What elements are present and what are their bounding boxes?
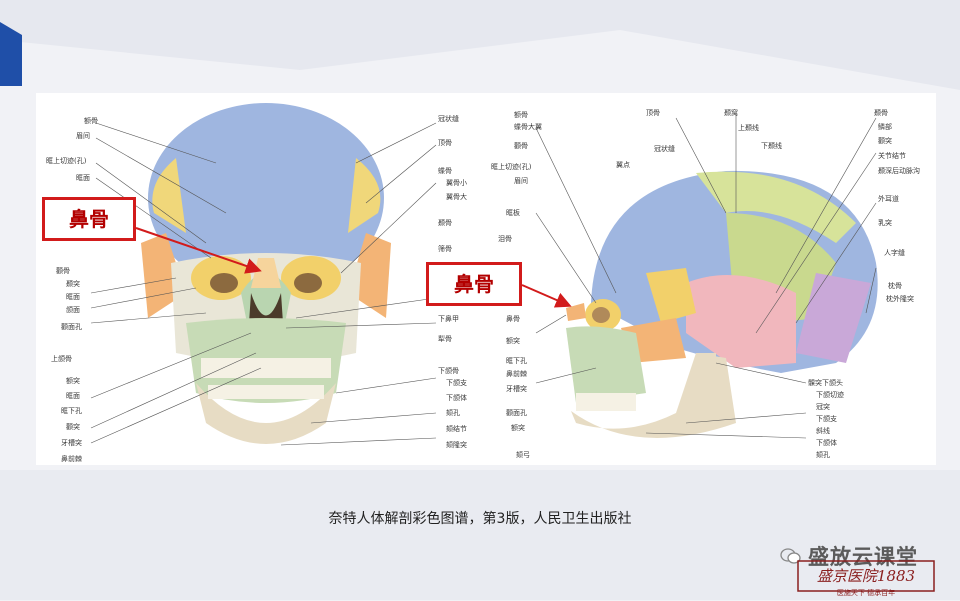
label: 关节结节 xyxy=(878,151,906,160)
label: 髁突下颌头 xyxy=(808,378,843,387)
logo-slogan: 医施天下 德承百年 xyxy=(837,588,895,597)
wechat-icon xyxy=(780,548,801,564)
label: 眶面 xyxy=(66,392,80,400)
label: 颞窝 xyxy=(724,108,738,117)
label: 眶面 xyxy=(66,293,80,301)
label: 颌面 xyxy=(66,305,80,314)
label: 牙槽突 xyxy=(61,438,82,447)
label: 眶下孔 xyxy=(506,357,527,365)
label: 鼻骨 xyxy=(506,314,520,323)
skull-front-illustration xyxy=(141,103,391,444)
label: 鳞部 xyxy=(878,122,892,131)
label: 颞骨 xyxy=(438,219,452,227)
label: 颞骨 xyxy=(874,109,888,117)
label: 蝶骨大翼 xyxy=(514,122,542,131)
label: 眶上切迹(孔) xyxy=(491,162,532,171)
label: 颏孔 xyxy=(816,450,830,459)
label: 外耳道 xyxy=(878,194,899,203)
side-labels-top-group: 顶骨 冠状缝 翼点 颞窝 上颞线 下颞线 xyxy=(616,108,782,169)
label: 颏结节 xyxy=(446,424,467,433)
label: 上颞线 xyxy=(738,123,759,132)
callout-nasal-bone-side: 鼻骨 xyxy=(426,262,522,306)
label: 犁骨 xyxy=(438,334,452,343)
label: 下颌切迹 xyxy=(816,390,844,399)
label: 颧骨 xyxy=(56,266,70,275)
label: 眉间 xyxy=(76,132,90,140)
side-labels-left-group: 额骨 蝶骨大翼 颧骨 眶上切迹(孔) 眉间 眶板 泪骨 鼻骨 额突 眶下孔 鼻前… xyxy=(491,110,542,459)
label: 上颌骨 xyxy=(51,354,72,363)
label: 顶骨 xyxy=(646,109,660,117)
side-labels-right-group: 颞骨 鳞部 颧突 关节结节 颞深后动脉沟 外耳道 乳突 人字缝 枕骨 枕外隆突 … xyxy=(808,109,920,459)
label: 眉间 xyxy=(514,177,528,185)
source-caption: 奈特人体解剖彩色图谱，第3版，人民卫生出版社 xyxy=(328,511,632,527)
label: 颧骨 xyxy=(514,141,528,150)
label: 额突 xyxy=(511,423,525,432)
label: 人字缝 xyxy=(884,248,905,257)
leader-lines xyxy=(90,113,877,446)
label: 颧突 xyxy=(66,422,80,431)
label: 枕外隆突 xyxy=(886,294,914,303)
front-labels-right-group: 冠状缝 顶骨 蝶骨 翼骨小 翼骨大 颞骨 筛骨 泪骨 下鼻甲 犁骨 下颌骨 下颌… xyxy=(438,114,467,449)
wechat-watermark: 盛放云课堂 xyxy=(780,541,918,571)
label: 鼻前棘 xyxy=(506,369,527,378)
label: 眶板 xyxy=(506,208,520,217)
label: 筛骨 xyxy=(438,244,452,253)
label: 颏隆突 xyxy=(446,440,467,449)
label: 鼻前棘 xyxy=(61,454,82,463)
callout-nasal-bone-front: 鼻骨 xyxy=(42,197,136,241)
label: 翼骨大 xyxy=(446,192,467,201)
watermark-text: 盛放云课堂 xyxy=(808,545,918,569)
label: 下颌支 xyxy=(446,378,467,387)
label: 眶面 xyxy=(76,174,90,182)
corner-ribbon-icon xyxy=(0,22,22,86)
label: 额突 xyxy=(506,336,520,345)
logo-text: 盛京医院1883 xyxy=(817,567,915,585)
arrow-right-icon xyxy=(521,284,572,308)
label: 额骨 xyxy=(84,116,98,125)
skull-side-illustration xyxy=(566,170,878,438)
label: 乳突 xyxy=(878,218,892,227)
label: 下颌体 xyxy=(446,393,467,402)
front-labels-left-group: 额骨 眉间 眶上切迹(孔) 眶面 颧骨 颞突 眶面 颌面 颧面孔 上颌骨 额突 … xyxy=(46,116,98,463)
label: 下颌支 xyxy=(816,414,837,423)
label: 颧面孔 xyxy=(506,408,527,417)
label: 颞深后动脉沟 xyxy=(878,166,920,175)
label: 翼骨小 xyxy=(446,178,467,187)
label: 顶骨 xyxy=(438,139,452,147)
label: 下颞线 xyxy=(761,141,782,150)
label: 牙槽突 xyxy=(506,384,527,393)
label: 翼点 xyxy=(616,161,630,169)
label: 冠状缝 xyxy=(438,114,459,123)
label: 额骨 xyxy=(514,110,528,119)
label: 眶上切迹(孔) xyxy=(46,156,87,165)
label: 下颌骨 xyxy=(438,366,459,375)
label: 斜线 xyxy=(816,426,830,435)
label: 冠状缝 xyxy=(654,144,675,153)
label: 颏孔 xyxy=(446,408,460,417)
label: 颞突 xyxy=(66,279,80,288)
label: 眶下孔 xyxy=(61,407,82,415)
label: 蝶骨 xyxy=(438,166,452,175)
label: 冠突 xyxy=(816,402,830,411)
label: 泪骨 xyxy=(498,235,512,243)
label: 额突 xyxy=(66,376,80,385)
label: 下颌体 xyxy=(816,438,837,447)
label: 颏弓 xyxy=(516,450,530,459)
arrow-left-icon xyxy=(135,227,262,274)
label: 下鼻甲 xyxy=(438,314,459,323)
anatomy-image-panel: 额骨 眉间 眶上切迹(孔) 眶面 颧骨 颞突 眶面 颌面 颧面孔 上颌骨 额突 … xyxy=(36,93,936,465)
hospital-logo: 盛京医院1883 医施天下 德承百年 xyxy=(796,559,936,597)
label: 颧突 xyxy=(878,136,892,145)
label: 颧面孔 xyxy=(61,322,82,331)
label: 枕骨 xyxy=(888,281,902,290)
